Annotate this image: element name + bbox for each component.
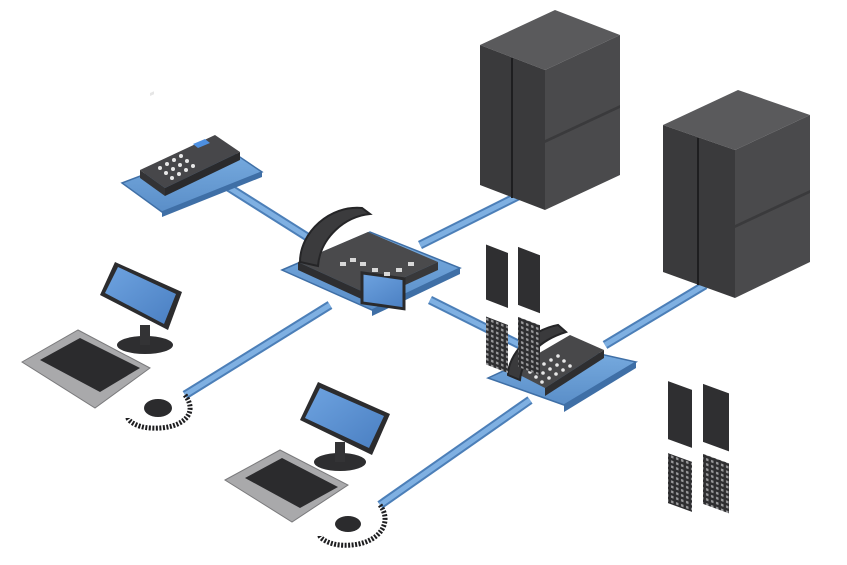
phone-screen: [360, 271, 406, 311]
central-phone: [280, 206, 462, 316]
coiled-cord: [125, 393, 193, 431]
workstation-2: [224, 382, 390, 548]
server-rack-2: [663, 90, 810, 514]
server-rack-1: [480, 10, 620, 376]
keypad-terminal: [120, 91, 264, 217]
keypad-screen: [193, 139, 210, 148]
handset: [298, 206, 373, 268]
coiled-cord: [317, 503, 388, 548]
keypad-body: [140, 135, 240, 188]
keypad-keys: [158, 154, 195, 180]
desk-phone: [486, 323, 639, 412]
workstation-1: [21, 262, 193, 431]
monitor-screen: [305, 388, 384, 448]
monitor-screen: [105, 267, 176, 324]
mouse: [144, 399, 172, 417]
mouse: [335, 516, 361, 532]
